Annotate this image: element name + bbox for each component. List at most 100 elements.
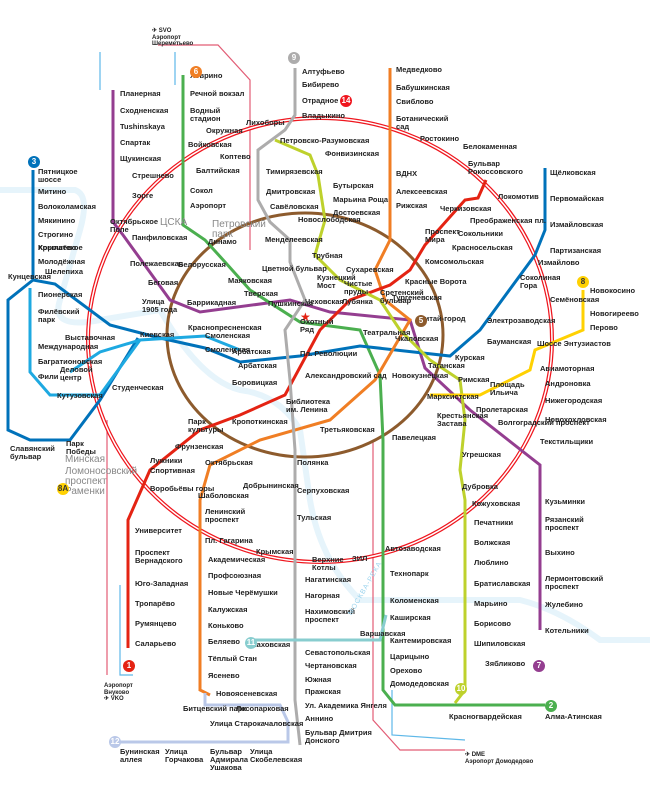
station-label[interactable]: Угрешская — [462, 450, 501, 459]
station-label[interactable]: Алма-Атинская — [545, 712, 602, 721]
station-label[interactable]: Трубная — [312, 251, 343, 260]
station-label[interactable]: Пролетарская — [476, 405, 529, 414]
station-label[interactable]: Борисово — [474, 619, 512, 628]
airport-vko[interactable]: Аэропорт Внуково✈ VKO — [104, 683, 133, 702]
station-label[interactable]: Южная — [305, 675, 332, 684]
station-label[interactable]: Бульвар Адмирала Ушакова — [210, 747, 249, 772]
station-label[interactable]: Измайловская — [550, 220, 604, 229]
station-label[interactable]: Тёплый Стан — [208, 654, 257, 663]
station-label[interactable]: Октябрьское Поле — [110, 217, 159, 234]
station-label[interactable]: Автозаводская — [385, 544, 441, 553]
station-label[interactable]: Битцевский парк — [183, 704, 247, 713]
station-label[interactable]: Волжская — [474, 538, 511, 547]
station-label[interactable]: Красносельская — [452, 243, 513, 252]
station-label[interactable]: Волгоградский проспект — [498, 418, 590, 427]
station-label[interactable]: Спортивная — [150, 466, 195, 475]
station-label[interactable]: Красногвардейская — [449, 712, 522, 721]
line-number-badge[interactable]: 11 — [245, 637, 257, 649]
station-label[interactable]: Баррикадная — [187, 298, 237, 307]
station-label[interactable]: Пионерская — [38, 290, 83, 299]
station-label[interactable]: Балтийская — [196, 166, 240, 175]
station-label[interactable]: Лубянка — [342, 297, 373, 306]
station-label[interactable]: Коптево — [220, 152, 251, 161]
station-label[interactable]: Краснопресненская — [188, 323, 262, 332]
station-label[interactable]: Зябликово — [485, 659, 526, 668]
station-label[interactable]: Стрешнево — [132, 171, 174, 180]
station-label[interactable]: Орехово — [390, 666, 423, 675]
station-label[interactable]: Раменки — [65, 486, 105, 497]
station-label[interactable]: Владыкино — [302, 111, 345, 120]
station-label[interactable]: Саларьево — [135, 639, 177, 648]
station-label[interactable]: Беляево — [208, 637, 240, 646]
station-label[interactable]: Шипиловская — [474, 639, 526, 648]
station-label[interactable]: Чеховская — [305, 297, 344, 306]
station-label[interactable]: Петровско-Разумовская — [280, 136, 370, 145]
station-label[interactable]: Каховская — [252, 640, 291, 649]
station-label[interactable]: Домодедовская — [390, 679, 450, 688]
station-label[interactable]: Технопарк — [390, 569, 429, 578]
station-label[interactable]: Медведково — [396, 65, 442, 74]
station-label[interactable]: Комсомольская — [425, 257, 484, 266]
station-label[interactable]: Панфиловская — [132, 233, 188, 242]
station-label[interactable]: Цветной бульвар — [262, 264, 327, 273]
line-number-badge[interactable]: 6 — [190, 66, 202, 78]
station-label[interactable]: Жулебино — [545, 600, 583, 609]
station-label[interactable]: Строгино — [38, 230, 74, 239]
station-label[interactable]: Профсоюзная — [208, 571, 262, 580]
station-label[interactable]: Тропарёво — [135, 599, 176, 608]
station-label[interactable]: Арбатская — [238, 361, 277, 370]
station-label[interactable]: Алтуфьево — [302, 67, 345, 76]
station-label[interactable]: Выхино — [545, 548, 575, 557]
station-label[interactable]: Улица Старокачаловская — [210, 719, 304, 728]
station-label[interactable]: Бабушкинская — [396, 83, 450, 92]
station-label[interactable]: Ул. Академика Янгеля — [305, 701, 387, 710]
station-label[interactable]: Свиблово — [396, 97, 434, 106]
line-number-badge[interactable]: 8А — [57, 483, 69, 495]
station-label[interactable]: Дубровка — [462, 482, 498, 491]
station-label[interactable]: Парк культуры — [188, 417, 224, 434]
station-label[interactable]: Лихоборы — [246, 118, 285, 127]
line-number-badge[interactable]: 7 — [533, 660, 545, 672]
station-label[interactable]: Бутырская — [333, 181, 374, 190]
station-label[interactable]: Юго-Западная — [135, 579, 189, 588]
station-label[interactable]: Текстильщики — [540, 437, 594, 446]
station-label[interactable]: Перово — [590, 323, 618, 332]
station-label[interactable]: Марксистская — [427, 392, 479, 401]
line-number-badge[interactable]: 12 — [109, 736, 121, 748]
station-label[interactable]: Таганская — [428, 361, 465, 370]
station-label[interactable]: Спартак — [120, 138, 151, 147]
station-label[interactable]: Калужская — [208, 605, 248, 614]
station-label[interactable]: Коломенская — [390, 596, 439, 605]
station-label[interactable]: Добрынинская — [243, 481, 299, 490]
station-label[interactable]: Шелепиха — [45, 267, 84, 276]
station-label[interactable]: Братиславская — [474, 579, 531, 588]
station-label[interactable]: Университет — [135, 526, 182, 535]
station-label[interactable]: Библиотека им. Ленина — [286, 397, 330, 414]
line-number-badge[interactable]: 5 — [415, 315, 427, 327]
station-label[interactable]: Серпуховская — [297, 486, 350, 495]
station-label[interactable]: Каширская — [390, 613, 431, 622]
station-label[interactable]: Парк Победы — [66, 439, 96, 456]
station-label[interactable]: Электрозаводская — [487, 316, 556, 325]
station-label[interactable]: Tushinskaya — [120, 122, 165, 131]
line-number-badge[interactable]: 8 — [577, 276, 589, 288]
station-label[interactable]: Пражская — [305, 687, 341, 696]
station-label[interactable]: Чистые пруды — [344, 279, 373, 296]
station-label[interactable]: Молодёжная — [38, 257, 86, 266]
station-label[interactable]: Менделеевская — [265, 235, 323, 244]
station-label[interactable]: Чертановская — [305, 661, 357, 670]
station-label[interactable]: Улица Скобелевская — [250, 747, 303, 764]
station-label[interactable]: Кузьминки — [545, 497, 586, 506]
station-label[interactable]: Сретенский бульвар — [380, 288, 424, 305]
station-label[interactable]: Варшавская — [360, 629, 406, 638]
line-number-badge[interactable]: 9 — [288, 52, 300, 64]
station-label[interactable]: Алексеевская — [396, 187, 448, 196]
station-label[interactable]: Аэропорт — [190, 201, 227, 210]
station-label[interactable]: Китай-город — [420, 314, 466, 323]
station-label[interactable]: Новокузнецкая — [392, 371, 449, 380]
station-label[interactable]: Проспект Мира — [425, 227, 460, 244]
station-label[interactable]: Отрадное — [302, 96, 339, 105]
station-label[interactable]: Бибирево — [302, 80, 340, 89]
station-label[interactable]: Войковская — [188, 140, 232, 149]
